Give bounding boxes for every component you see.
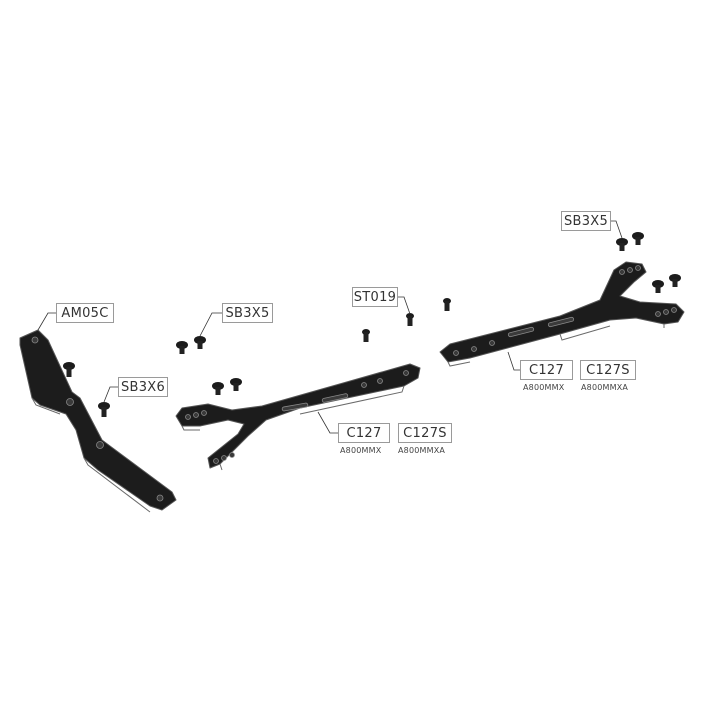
standoff-st019 xyxy=(406,313,414,326)
screw-sb3x5 xyxy=(212,382,224,395)
screw-sb3x5 xyxy=(652,280,664,293)
label-sb3x5-left: SB3X5 xyxy=(222,303,273,323)
screw-sb3x5 xyxy=(230,378,242,391)
label-am05c: AM05C xyxy=(56,303,114,323)
am05c-arm-part xyxy=(19,329,177,513)
standoff-st019 xyxy=(362,329,370,342)
label-c127-right: C127 xyxy=(520,360,573,380)
label-c127s-right-code: A800MMXA xyxy=(581,383,629,392)
screw-sb3x5 xyxy=(632,232,644,245)
standoff-st019 xyxy=(443,298,451,311)
label-c127s-middle-code: A800MMXA xyxy=(398,446,446,455)
leader-lines xyxy=(37,220,623,434)
screw-sb3x5 xyxy=(616,238,628,251)
label-sb3x6: SB3X6 xyxy=(118,377,168,397)
screw-sb3x5 xyxy=(669,274,681,287)
screw-sb3x6 xyxy=(63,362,75,377)
screws xyxy=(63,232,681,417)
label-c127s-right: C127S xyxy=(580,360,636,380)
label-c127-middle: C127 xyxy=(338,423,390,443)
screw-sb3x6 xyxy=(98,402,110,417)
label-c127s-middle: C127S xyxy=(398,423,452,443)
label-c127-right-code: A800MMX xyxy=(523,383,565,392)
label-c127-middle-code: A800MMX xyxy=(340,446,382,455)
c127-plate-middle-part xyxy=(175,363,421,471)
label-st019: ST019 xyxy=(352,287,398,307)
c127-plate-right-part xyxy=(439,261,685,367)
label-sb3x5-right: SB3X5 xyxy=(561,211,611,231)
screw-sb3x5 xyxy=(194,336,206,349)
screw-sb3x5 xyxy=(176,341,188,354)
